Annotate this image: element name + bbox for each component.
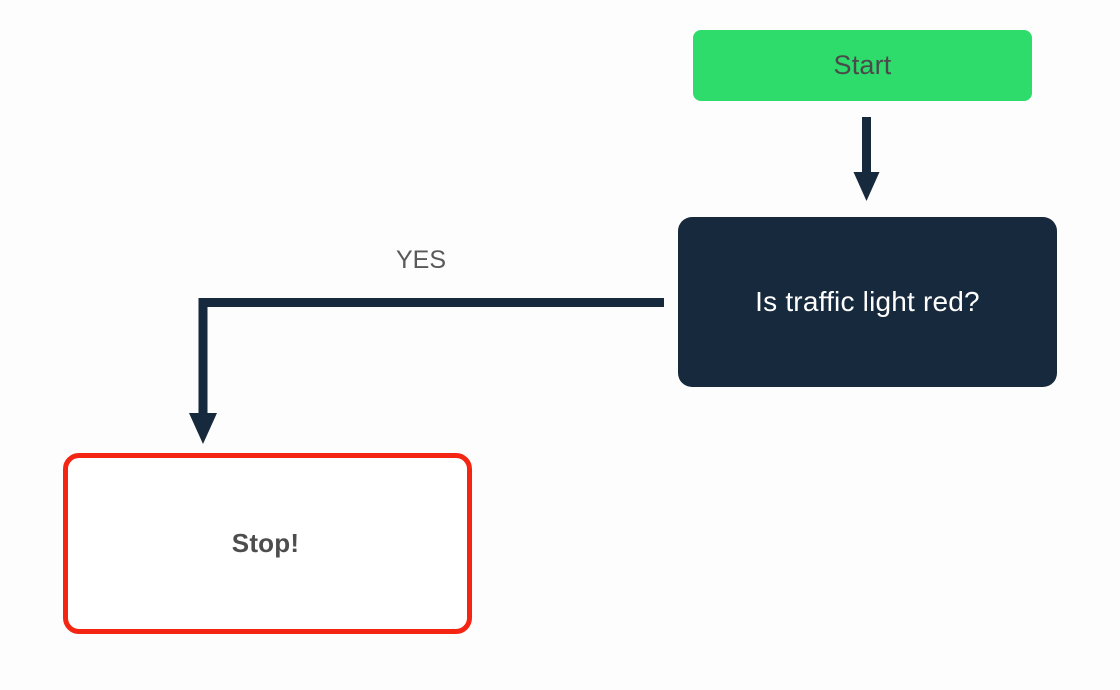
node-decision-label: Is traffic light red? (755, 286, 980, 317)
edge-decision-to-stop (189, 298, 664, 444)
edge-decision-to-stop-arrowhead (189, 413, 217, 444)
node-decision-traffic-light[interactable]: Is traffic light red? (678, 217, 1057, 387)
edge-start-to-decision (853, 117, 880, 201)
edge-decision-to-stop-line (198, 298, 664, 415)
node-start[interactable]: Start (693, 30, 1032, 101)
edge-start-to-decision-arrowhead (853, 172, 880, 201)
edge-label-yes: YES (396, 246, 447, 274)
node-start-label: Start (833, 50, 892, 80)
node-stop-label: Stop! (231, 528, 300, 558)
node-stop[interactable]: Stop! (63, 453, 472, 634)
